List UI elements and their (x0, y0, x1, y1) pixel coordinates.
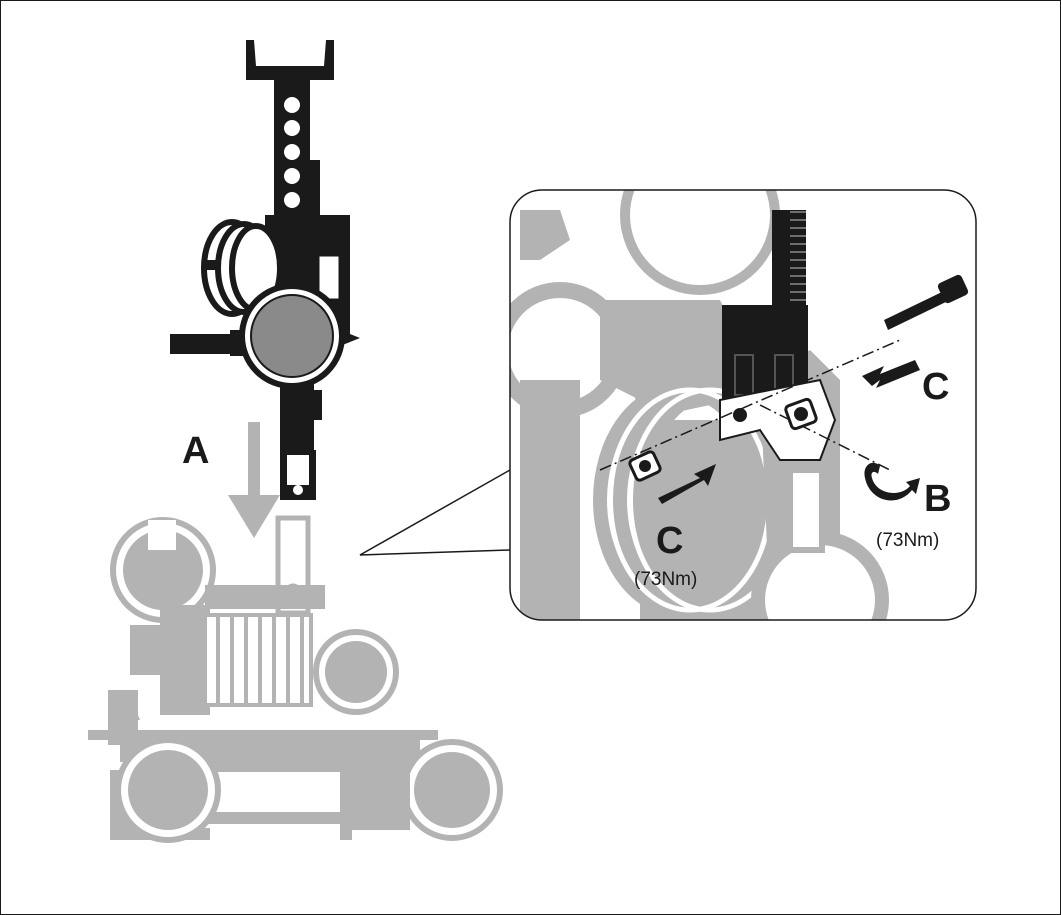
tool-pulley (201, 219, 283, 317)
label-step-c-upper: C (922, 366, 950, 408)
callout-pointer (359, 469, 511, 556)
arrow-a (228, 422, 280, 538)
label-torque-c: (73Nm) (634, 569, 698, 590)
label-step-b: B (924, 478, 952, 520)
label-step-a: A (182, 430, 210, 472)
tool-assembly (170, 40, 360, 500)
arrow-b-curved (864, 462, 920, 501)
machine-frame (88, 515, 503, 843)
arrow-c-lower (658, 464, 716, 504)
tool-side-knob (170, 334, 230, 354)
tool-fork-head (246, 40, 334, 80)
tool-arm-holes (284, 97, 300, 208)
tool-thread (310, 160, 320, 220)
detail-inset (509, 189, 977, 621)
inset-bolt-upper (884, 274, 969, 330)
label-step-c-lower: C (656, 520, 684, 562)
arrow-c-upper (862, 360, 920, 388)
machine-spring (203, 613, 313, 707)
inset-bolt-clamp (784, 397, 818, 431)
label-torque-b: (73Nm) (876, 530, 940, 551)
tool-lower-arm (280, 380, 314, 450)
inset-bolt-lower (628, 450, 662, 482)
